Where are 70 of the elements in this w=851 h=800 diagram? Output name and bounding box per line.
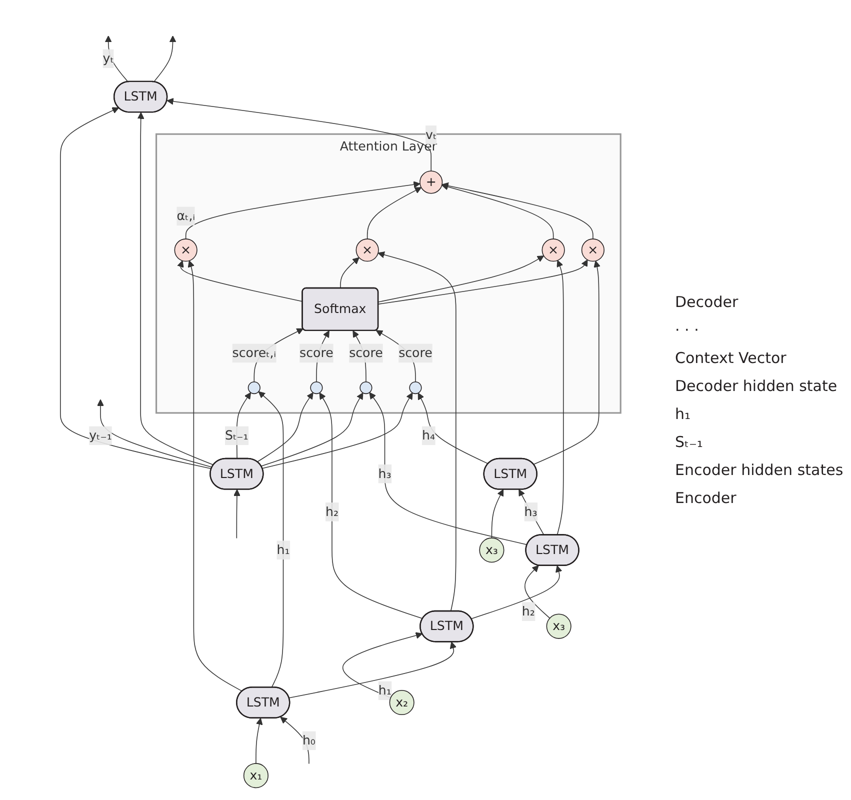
arrow <box>262 392 413 469</box>
arrow <box>256 718 263 764</box>
edge-label: h₂ <box>325 504 338 520</box>
note-label: Decoder hidden state <box>675 377 838 395</box>
node-circle: x₁ <box>243 763 268 788</box>
edge-label: h₁ <box>378 682 392 698</box>
node-circle: x₃ <box>546 614 572 639</box>
note-label: · · · <box>675 321 700 339</box>
arrow <box>288 642 457 698</box>
arrow <box>258 391 284 688</box>
node-circle <box>360 382 372 394</box>
note-label: Encoder hidden states <box>675 461 844 479</box>
arrow <box>378 260 588 304</box>
node-circle <box>248 382 260 394</box>
edge-label: h₂ <box>522 604 535 619</box>
arrow <box>556 260 564 536</box>
arrow <box>378 256 544 302</box>
edge-label: score <box>349 345 383 360</box>
edge-label: yₜ₋₁ <box>89 428 112 443</box>
note-label: h₁ <box>675 405 692 423</box>
edge-label: αₜ,ᵢ <box>176 208 195 224</box>
node-circle: + <box>420 170 443 194</box>
arrow <box>234 489 240 539</box>
arrow <box>166 98 432 172</box>
edge-label: vₜ <box>426 127 437 142</box>
arrow <box>177 260 304 302</box>
arrow <box>319 392 424 620</box>
arrow <box>366 187 422 240</box>
node-circle: × <box>174 238 198 262</box>
node-circle: x₃ <box>479 538 504 563</box>
arrow <box>256 392 314 462</box>
note-label: Context Vector <box>675 349 788 367</box>
arrow <box>340 257 360 289</box>
arrow <box>137 112 214 466</box>
edge-label: h₁ <box>276 542 290 558</box>
arrow <box>524 565 550 619</box>
arrow <box>369 392 528 546</box>
arrow <box>470 565 562 620</box>
note-label: Decoder <box>675 293 740 311</box>
arrow <box>491 489 504 538</box>
node-circle <box>409 382 422 394</box>
arrow <box>104 36 128 82</box>
arrow <box>533 260 600 465</box>
arrow <box>260 392 364 467</box>
note-label: Sₜ₋₁ <box>675 433 704 451</box>
edge-label: h₃ <box>524 504 538 520</box>
edge-label: scoreₜ,ᵢ <box>232 345 276 360</box>
edge-label: score <box>300 345 334 360</box>
edge-label: yₜ <box>102 50 114 66</box>
arrow <box>442 182 594 240</box>
arrow <box>60 107 212 470</box>
arrow <box>418 392 489 464</box>
arrow <box>236 392 252 460</box>
arrow <box>442 184 554 240</box>
edge-label: h₀ <box>302 732 316 748</box>
edge-label: h₃ <box>378 466 392 481</box>
arrow <box>153 36 176 82</box>
edge-label: score <box>398 345 432 360</box>
arrow <box>188 260 243 692</box>
arrow <box>97 399 213 468</box>
arrow <box>378 251 456 612</box>
node-circle: × <box>581 238 604 262</box>
arrow <box>185 181 420 240</box>
edge-label: h₄ <box>422 428 435 443</box>
node-circle <box>310 382 323 394</box>
edge-label: Sₜ₋₁ <box>224 428 248 443</box>
note-label: Encoder <box>675 489 738 507</box>
node-circle: × <box>542 238 565 262</box>
node-circle: × <box>356 238 379 262</box>
arrow <box>280 716 310 764</box>
